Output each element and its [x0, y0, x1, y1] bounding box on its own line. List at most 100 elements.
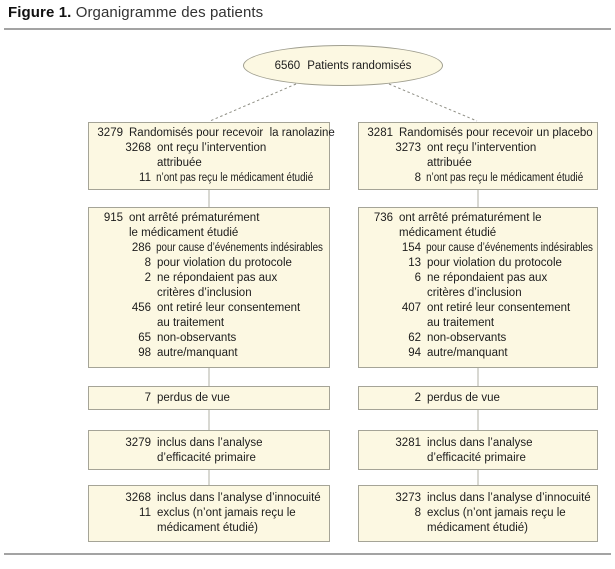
count	[93, 286, 151, 301]
flow-line: médicament étudié)	[93, 521, 325, 536]
flow-line: 456 ont retiré leur consentement	[93, 301, 325, 316]
count	[363, 156, 421, 171]
count: 7	[144, 392, 151, 404]
flow-line: au traitement	[93, 316, 325, 331]
count: 98	[138, 347, 151, 359]
count	[93, 316, 151, 331]
flow-line: 8 pour violation du protocole	[93, 256, 325, 271]
count: 3273	[395, 492, 421, 504]
figure-title: Figure 1. Organigramme des patients	[8, 3, 263, 23]
count: 2	[414, 392, 421, 404]
count: 11	[139, 172, 151, 184]
top-divider	[4, 28, 611, 30]
flow-line: critères d’inclusion	[363, 286, 593, 301]
count: 62	[408, 332, 421, 344]
flow-line: 65 non-observants	[93, 331, 325, 346]
label: perdus de vue	[157, 392, 230, 404]
count: 456	[131, 302, 151, 314]
count: 407	[401, 302, 421, 314]
label: ont retiré leur consentement	[157, 302, 301, 314]
flow-line: attribuée	[93, 156, 325, 171]
flow-line: critères d’inclusion	[93, 286, 325, 301]
label: ont arrêté prématurément	[129, 212, 260, 224]
count: 3279	[125, 437, 151, 449]
count: 915	[103, 212, 123, 224]
label: non-observants	[427, 332, 507, 344]
label: perdus de vue	[427, 392, 500, 404]
label: Randomisés pour recevoir un placebo	[399, 127, 593, 139]
label: pour violation du protocole	[427, 257, 562, 269]
flow-line: au traitement	[363, 316, 593, 331]
flow-line: 3279 Randomisés pour recevoir la ranolazi…	[93, 126, 334, 141]
count	[93, 521, 151, 536]
label: d’efficacité primaire	[427, 452, 526, 464]
flow-line: 736 ont arrêté prématurément le	[363, 211, 593, 226]
figure-label: Figure 1.	[8, 4, 72, 21]
flow-line: 11 exclus (n’ont jamais reçu le	[93, 506, 325, 521]
label: le médicament étudié	[129, 227, 239, 239]
label: ne répondaient pas aux	[157, 272, 278, 284]
flow-line: 3273 inclus dans l’analyse d’innocuité	[363, 491, 593, 506]
count: 2	[144, 272, 151, 284]
diagonal-connector-left	[209, 83, 297, 122]
box-ranolazine-allocation: 3279 Randomisés pour recevoir la ranolazi…	[88, 122, 335, 190]
flow-line: 3281 Randomisés pour recevoir un placebo	[363, 126, 593, 141]
flow-line: 2 perdus de vue	[363, 391, 593, 406]
label: inclus dans l’analyse d’innocuité	[427, 492, 591, 504]
flow-line: 3281 inclus dans l’analyse	[363, 436, 593, 451]
count: 3273	[395, 142, 421, 154]
box-ranolazine-discontinued: 915 ont arrêté prématurément le médicamen…	[88, 207, 330, 368]
label: pour cause d’événements indésirables	[156, 242, 323, 254]
count: 11	[139, 507, 151, 519]
count: 8	[144, 257, 151, 269]
count	[93, 226, 123, 241]
label: ont arrêté prématurément le	[399, 212, 542, 224]
label: exclus (n’ont jamais reçu le	[157, 507, 296, 519]
flow-line: 62 non-observants	[363, 331, 593, 346]
count: 6	[414, 272, 421, 284]
label: n’ont pas reçu le médicament étudié	[426, 172, 584, 184]
label: Randomisés pour recevoir la ranolazine	[129, 127, 335, 139]
box-placebo-efficacy-analysis: 3281 inclus dans l’analyse d’efficacité p…	[358, 430, 598, 470]
flow-line: d’efficacité primaire	[93, 451, 325, 466]
count	[93, 451, 151, 466]
flow-line: le médicament étudié	[93, 226, 325, 241]
flow-line: médicament étudié)	[363, 521, 593, 536]
label: non-observants	[157, 332, 237, 344]
count: 6560	[274, 59, 301, 72]
box-placebo-lost-followup: 2 perdus de vue	[358, 386, 598, 410]
label: inclus dans l’analyse	[427, 437, 533, 449]
count: 3281	[367, 127, 393, 139]
flow-line: d’efficacité primaire	[363, 451, 593, 466]
node-total-randomized: 6560 Patients randomisés	[243, 45, 443, 86]
count: 8	[414, 172, 421, 184]
count: 736	[373, 212, 393, 224]
count: 8	[414, 507, 421, 519]
label: attribuée	[157, 157, 202, 169]
label: ont reçu l’intervention	[157, 142, 267, 154]
label: pour violation du protocole	[157, 257, 292, 269]
flow-line: attribuée	[363, 156, 593, 171]
flow-line: 8 n’ont pas reçu le médicament étudié	[363, 171, 593, 186]
count: 3279	[97, 127, 123, 139]
count: 65	[138, 332, 151, 344]
count	[363, 521, 421, 536]
flow-line: 7 perdus de vue	[93, 391, 325, 406]
label: attribuée	[427, 157, 472, 169]
count: 3281	[395, 437, 421, 449]
count	[93, 156, 151, 171]
label: critères d’inclusion	[157, 287, 252, 299]
count	[363, 316, 421, 331]
